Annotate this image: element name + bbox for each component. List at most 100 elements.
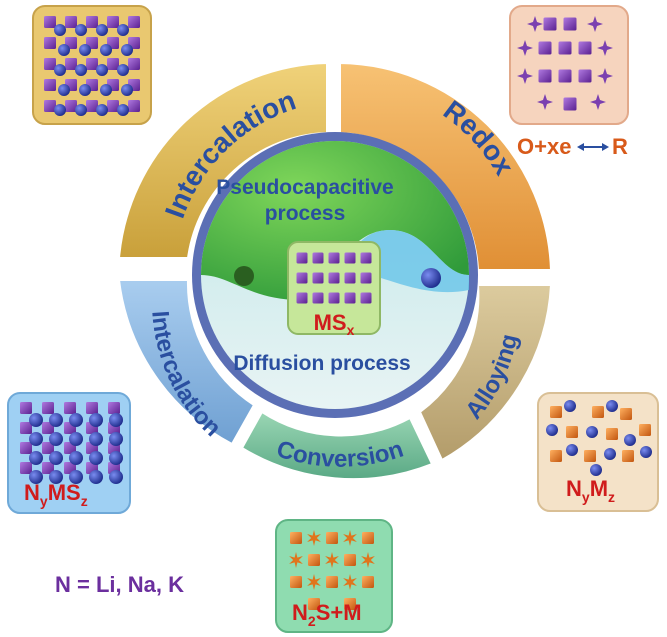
material-cube	[328, 272, 340, 284]
host-cube	[65, 16, 77, 28]
material-cube	[360, 292, 372, 304]
inserted-ion	[89, 451, 103, 465]
material-cube	[344, 272, 356, 284]
material-cube	[328, 292, 340, 304]
material-cube	[296, 272, 308, 284]
conversion-star-icon	[361, 552, 375, 568]
host-cube	[44, 16, 56, 28]
alloy-cube	[550, 450, 562, 462]
material-cube	[360, 252, 372, 264]
host-cube	[20, 402, 32, 414]
host-cube	[538, 69, 552, 83]
inserted-ion	[54, 104, 66, 116]
host-cube	[42, 402, 54, 414]
host-cube	[65, 58, 77, 70]
inserted-ion	[606, 400, 618, 412]
inserted-ion	[586, 426, 598, 438]
inserted-ion	[54, 64, 66, 76]
inserted-ion	[590, 464, 602, 476]
diffusion-ion-dot	[421, 268, 441, 288]
center-material-cubes	[296, 252, 372, 304]
material-cube	[296, 292, 308, 304]
alloy-cube	[639, 424, 651, 436]
inserted-ion	[49, 470, 63, 484]
inserted-ion	[109, 413, 123, 427]
inserted-ion	[29, 470, 43, 484]
host-cube	[128, 58, 140, 70]
conversion-product-label: N2S+M	[292, 600, 362, 629]
inserted-ion	[75, 64, 87, 76]
redox-sparkle-icon	[597, 40, 613, 56]
inserted-ion	[566, 444, 578, 456]
inserted-ion	[117, 24, 129, 36]
material-cube	[312, 272, 324, 284]
inserted-ion	[49, 451, 63, 465]
inserted-ion	[75, 24, 87, 36]
box-redox	[509, 5, 629, 125]
host-cube	[20, 442, 32, 454]
host-cube	[42, 462, 54, 474]
conversion-star-icon	[343, 574, 357, 590]
inserted-ion	[58, 84, 70, 96]
host-cube	[128, 16, 140, 28]
segment-intercalation-upper	[117, 61, 328, 259]
host-cube	[65, 100, 77, 112]
diffusion-process-label: Diffusion process	[233, 352, 410, 375]
conversion-cube	[344, 554, 356, 566]
conversion-star-icon	[343, 530, 357, 546]
center-disc-upper-green	[201, 141, 469, 300]
inserted-ion	[75, 104, 87, 116]
inserted-ion	[604, 448, 616, 460]
segment-conversion	[240, 410, 434, 481]
ion-legend: N = Li, Na, K	[55, 572, 184, 597]
host-cube	[558, 69, 572, 83]
inserted-ion	[640, 446, 652, 458]
conversion-cube	[362, 532, 374, 544]
center-material-box	[287, 241, 381, 335]
host-cube	[44, 100, 56, 112]
material-cube	[328, 252, 340, 264]
conversion-cube	[308, 554, 320, 566]
box-intercalation-lower-particles	[20, 402, 123, 484]
conversion-star-icon	[289, 552, 303, 568]
host-cube	[44, 58, 56, 70]
pseudocapacitive-label: Pseudocapacitive	[216, 176, 393, 199]
inserted-ion	[96, 64, 108, 76]
material-cube	[296, 252, 308, 264]
conversion-cube	[290, 576, 302, 588]
inserted-ion	[69, 432, 83, 446]
host-cube	[128, 100, 140, 112]
material-cube	[312, 252, 324, 264]
process-label: process	[265, 202, 346, 225]
redox-double-arrow-icon	[577, 143, 609, 151]
redox-sparkle-icon	[517, 40, 533, 56]
inserted-ion	[117, 104, 129, 116]
inserted-ion	[69, 451, 83, 465]
alloy-cube	[622, 450, 634, 462]
inserted-ion	[89, 432, 103, 446]
host-cube	[107, 58, 119, 70]
host-cube	[20, 422, 32, 434]
material-cube	[360, 272, 372, 284]
inserted-ion	[109, 470, 123, 484]
conversion-cube	[344, 598, 356, 610]
conversion-star-icon	[325, 552, 339, 568]
conversion-cube	[362, 576, 374, 588]
host-cube	[86, 402, 98, 414]
material-cube	[344, 292, 356, 304]
inserted-ion	[121, 44, 133, 56]
inserted-ion	[89, 470, 103, 484]
intercalation-product-label: NyMSz	[24, 480, 88, 509]
host-cube	[86, 58, 98, 70]
host-cube	[42, 422, 54, 434]
host-cube	[563, 17, 577, 31]
host-cube	[107, 100, 119, 112]
host-cube	[64, 402, 76, 414]
host-cube	[44, 37, 56, 49]
inserted-ion	[79, 44, 91, 56]
host-cube	[20, 462, 32, 474]
redox-sparkle-icon	[527, 16, 543, 32]
inserted-ion	[58, 44, 70, 56]
inserted-ion	[69, 470, 83, 484]
